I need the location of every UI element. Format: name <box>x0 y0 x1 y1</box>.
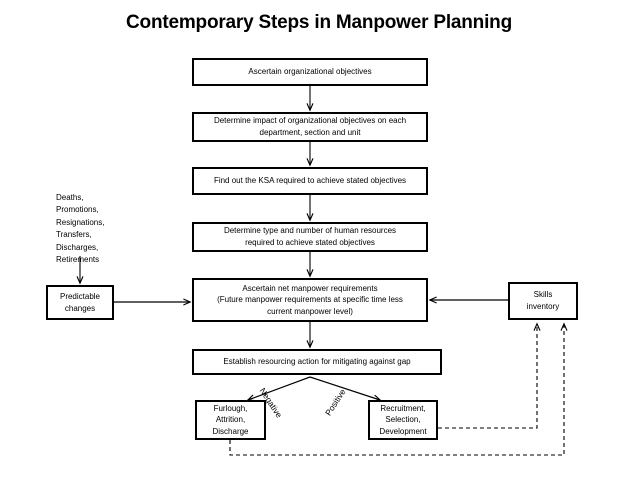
connector-step6-negative <box>248 376 311 400</box>
node-skills-label: Skills inventory <box>514 289 572 312</box>
node-positive-line1: Recruitment, <box>380 403 426 413</box>
node-positive-outcome-label: Recruitment, Selection, Development <box>374 403 432 438</box>
connector-positive-skills-dashed <box>438 324 537 429</box>
node-negative-line3: Discharge <box>212 426 249 436</box>
node-step5[interactable]: Ascertain net manpower requirements (Fut… <box>192 278 428 322</box>
node-step6[interactable]: Establish resourcing action for mitigati… <box>192 349 442 375</box>
node-negative-outcome[interactable]: Furlough, Attrition, Discharge <box>195 400 266 440</box>
node-skills-line1: Skills <box>533 290 553 300</box>
node-step5-line2: (Future manpower requirements at specifi… <box>217 295 403 305</box>
node-step6-label: Establish resourcing action for mitigati… <box>223 357 411 367</box>
node-step5-line1: Ascertain net manpower requirements <box>242 283 378 293</box>
node-negative-line1: Furlough, <box>213 403 248 413</box>
node-step1-label: Ascertain organizational objectives <box>248 67 372 77</box>
node-step1[interactable]: Ascertain organizational objectives <box>192 58 428 86</box>
edge-label-positive: Positive <box>323 387 348 418</box>
node-step2-line2: department, section and unit <box>259 128 361 137</box>
node-step4[interactable]: Determine type and number of human resou… <box>192 222 428 252</box>
node-negative-line2: Attrition, <box>215 415 246 425</box>
node-step5-label: Ascertain net manpower requirements (Fut… <box>198 283 422 318</box>
node-positive-line3: Development <box>379 426 427 436</box>
node-skills-line2: inventory <box>526 302 560 311</box>
node-predictable-line1: Predictable <box>59 291 101 301</box>
causes-text: Deaths, Promotions, Resignations, Transf… <box>56 193 105 264</box>
connector-step6-positive <box>309 376 380 400</box>
node-positive-outcome[interactable]: Recruitment, Selection, Development <box>368 400 438 440</box>
node-step4-label: Determine type and number of human resou… <box>198 225 422 248</box>
node-step3-label: Find out the KSA required to achieve sta… <box>213 176 407 186</box>
node-predictable-changes[interactable]: Predictable changes <box>46 285 114 320</box>
node-step2[interactable]: Determine impact of organizational objec… <box>192 112 428 142</box>
node-step3[interactable]: Find out the KSA required to achieve sta… <box>192 167 428 195</box>
node-step2-label: Determine impact of organizational objec… <box>198 115 422 138</box>
page-title: Contemporary Steps in Manpower Planning <box>126 12 512 33</box>
node-step4-line2: required to achieve stated objectives <box>245 238 375 247</box>
node-step2-line1: Determine impact of organizational objec… <box>213 116 407 126</box>
node-predictable-label: Predictable changes <box>52 291 108 314</box>
node-step4-line1: Determine type and number of human resou… <box>223 226 397 236</box>
node-positive-line2: Selection, <box>385 415 421 425</box>
node-skills-inventory[interactable]: Skills inventory <box>508 282 578 320</box>
node-step5-line3: current manpower level) <box>267 306 353 316</box>
node-predictable-line2: changes <box>64 303 96 313</box>
node-negative-outcome-label: Furlough, Attrition, Discharge <box>201 403 260 438</box>
